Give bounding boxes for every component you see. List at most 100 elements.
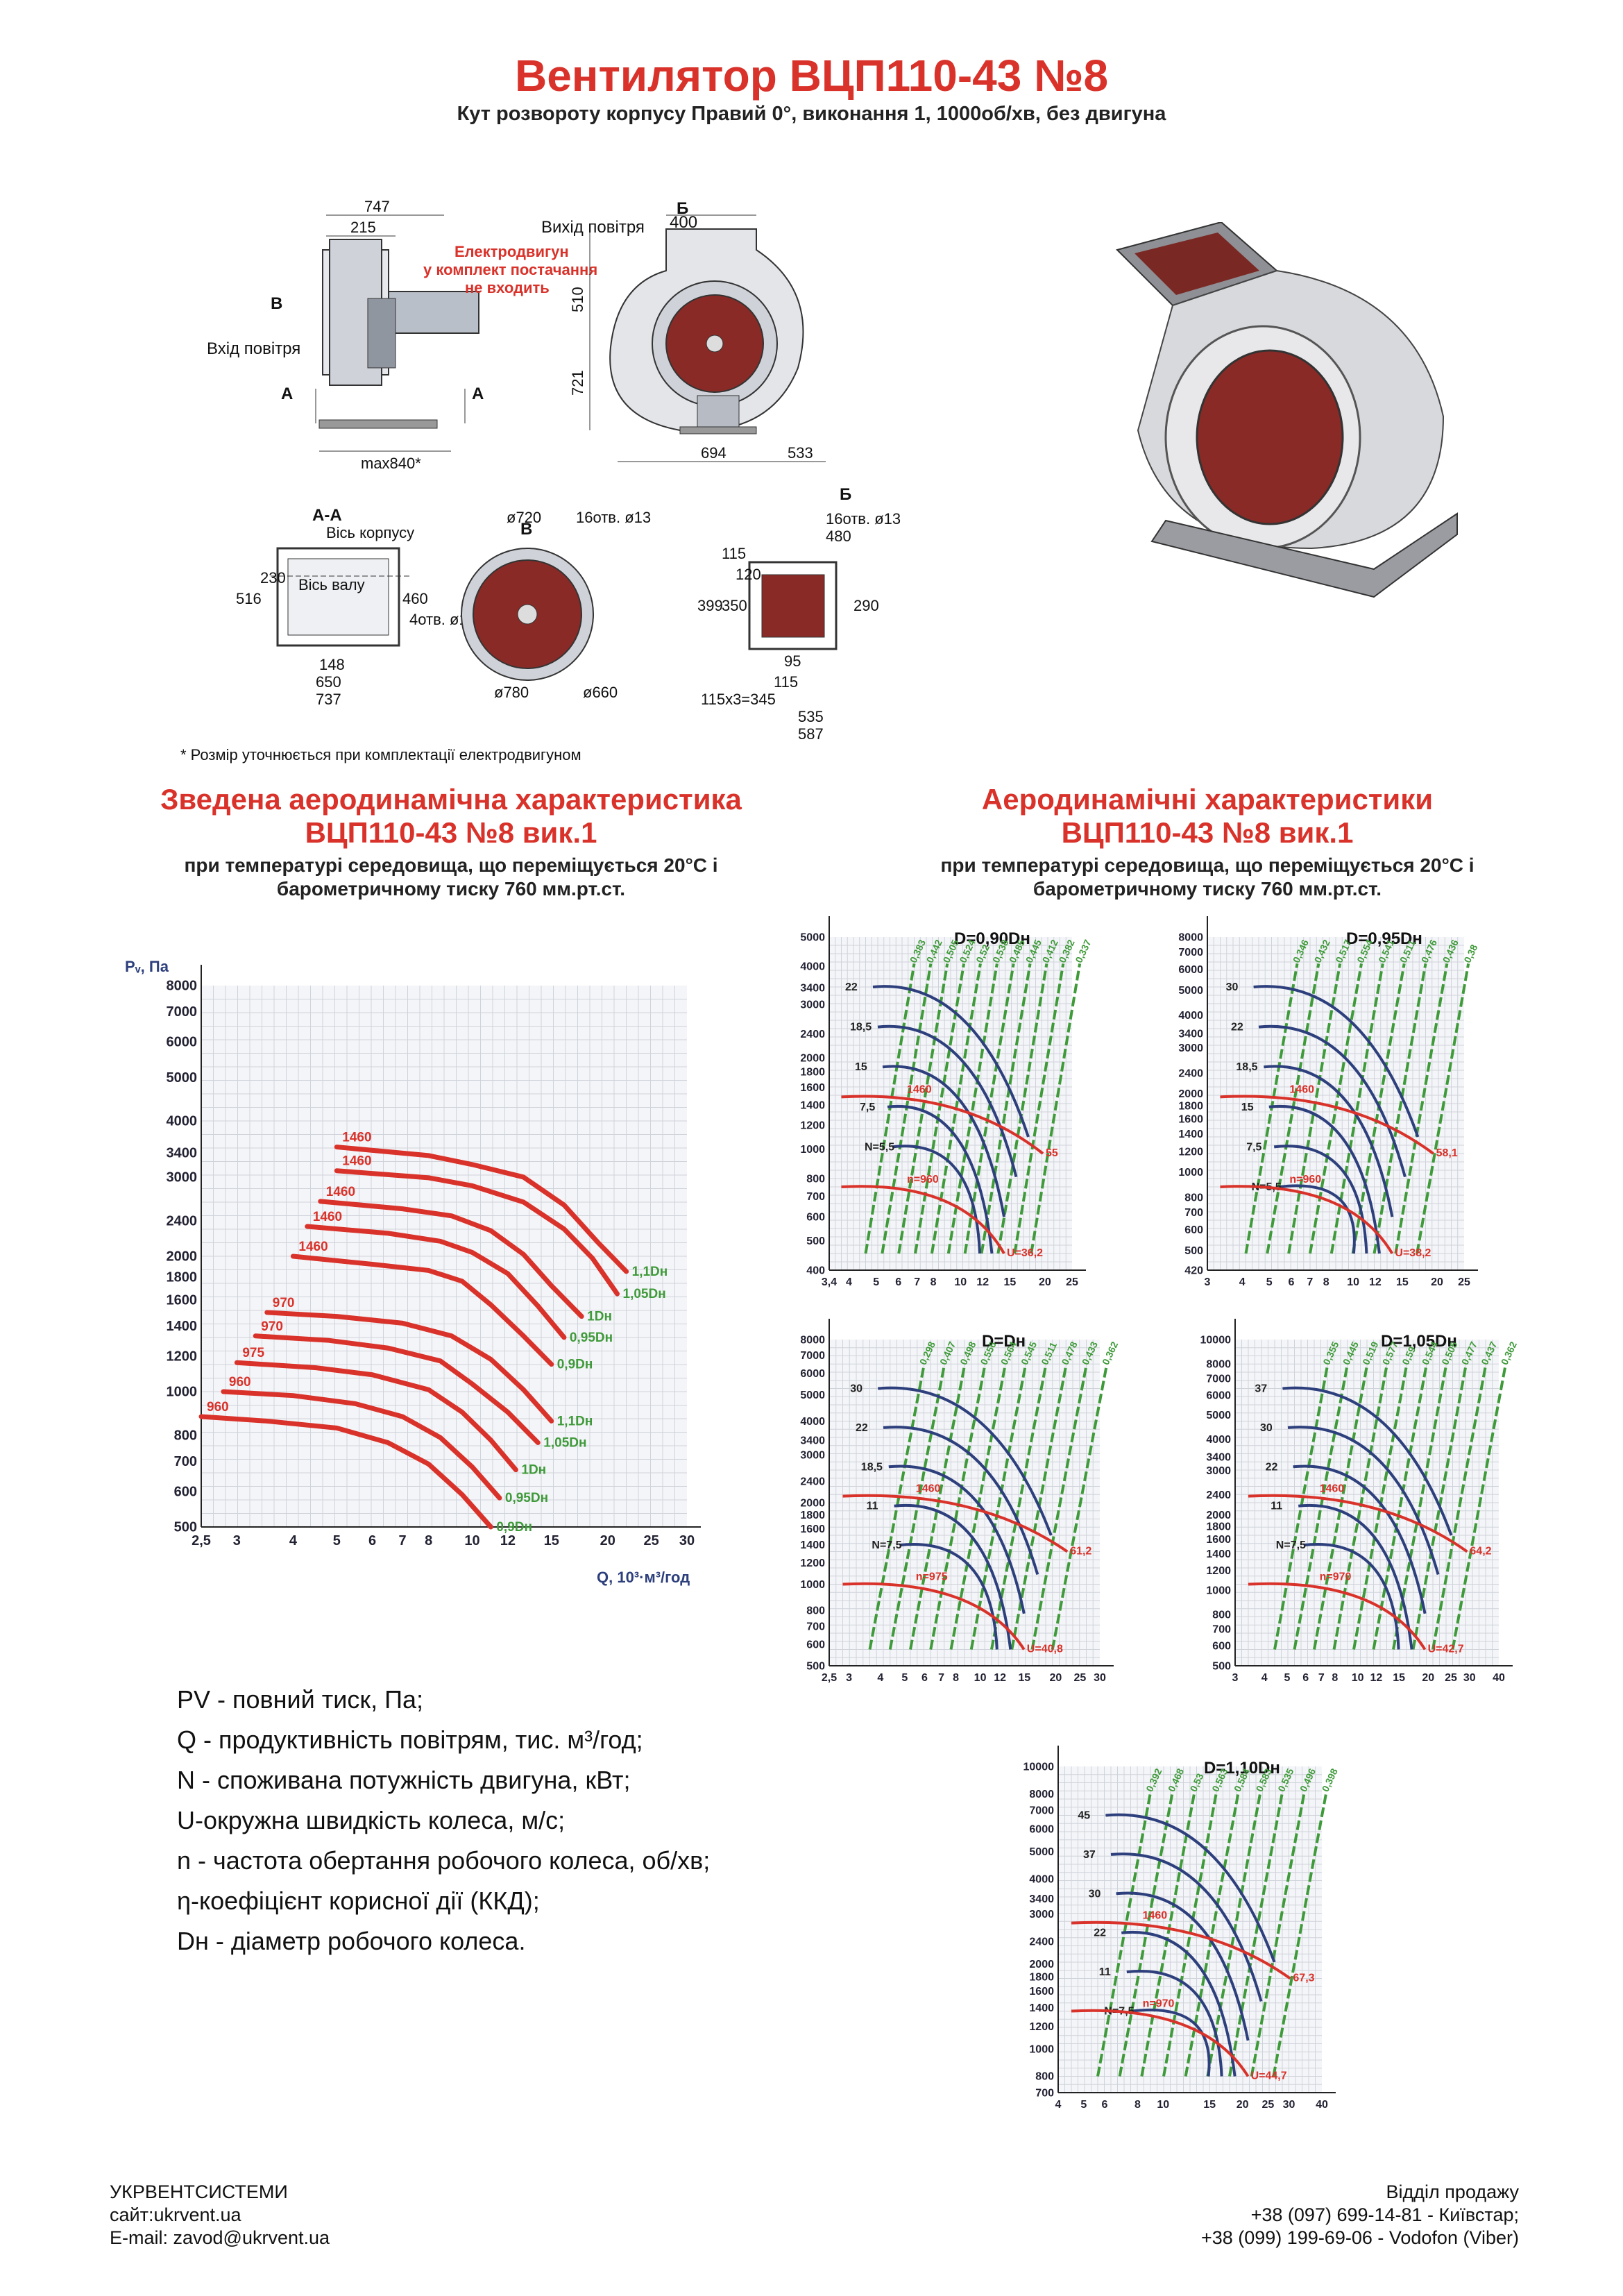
power-curve	[894, 1503, 1012, 1650]
y-tick-label: 1800	[1206, 1521, 1231, 1533]
efficiency-line	[897, 963, 949, 1254]
series-rpm-label: 975	[242, 1346, 264, 1360]
y-tick-label: 1000	[800, 1579, 825, 1591]
y-tick-label: 600	[1184, 1224, 1203, 1236]
y-tick-label: 1800	[800, 1510, 825, 1521]
power-label: 11	[1099, 1966, 1111, 1978]
label-a-right: А	[472, 385, 484, 403]
dim-400: 400	[670, 213, 697, 232]
power-curve	[1253, 985, 1420, 1138]
y-tick-label: 1600	[1029, 1986, 1054, 1998]
power-label: 7,5	[860, 1101, 875, 1113]
y-tick-label: 600	[1212, 1641, 1231, 1653]
y-tick-label: 10000	[1200, 1334, 1232, 1346]
efficiency-line	[949, 1365, 1007, 1650]
y-tick-label: 8000	[1029, 1789, 1054, 1800]
legend-item: η-коефіцієнт корисної дії (ККД);	[177, 1886, 540, 1915]
efficiency-line	[868, 1365, 926, 1650]
y-tick-label: 1000	[1206, 1585, 1231, 1597]
v-d780: ø780	[494, 684, 529, 701]
x-tick-label: 20	[1422, 1672, 1434, 1684]
x-tick-label: 8	[425, 1533, 432, 1548]
b-399: 399	[697, 597, 723, 614]
efficiency-line	[1272, 1792, 1328, 2077]
company-email[interactable]: E-mail: zavod@ukrvent.ua	[110, 2227, 330, 2248]
efficiency-line	[1332, 1365, 1388, 1650]
aa-axis-body: Вісь корпусу	[326, 524, 414, 541]
power-curve	[1132, 2008, 1211, 2077]
y-tick-label: 3400	[800, 983, 825, 995]
power-curve	[888, 1464, 1026, 1614]
x-tick-label: 8	[953, 1672, 959, 1684]
legend-item: U-окружна швидкість колеса, м/с;	[177, 1806, 566, 1834]
rpm-curve	[1071, 2009, 1250, 2077]
y-tick-label: 5000	[800, 1390, 825, 1401]
y-tick-label: 1800	[1178, 1100, 1203, 1112]
series-rpm-label: 1460	[342, 1131, 371, 1145]
y-tick-label: 1200	[1178, 1146, 1203, 1158]
dim-747: 747	[364, 198, 390, 215]
power-label: 30	[1226, 981, 1239, 993]
dim-694: 694	[701, 444, 726, 462]
v-holes: 16отв. ø13	[576, 509, 651, 526]
aa-dim-516: 516	[236, 590, 262, 607]
series-line	[290, 1253, 554, 1367]
rpm-curve	[1248, 1582, 1427, 1651]
aa-title: А-А	[312, 506, 342, 525]
v-d660: ø660	[583, 684, 618, 701]
power-curve	[872, 985, 1030, 1138]
y-tick-label: 5000	[167, 1070, 198, 1086]
x-tick-label: 20	[1039, 1276, 1051, 1288]
efficiency-line	[1394, 963, 1449, 1254]
x-tick-label: 20	[600, 1533, 615, 1548]
chart-title: D=0,90Dн	[954, 929, 1030, 948]
y-tick-label: 2000	[800, 1052, 825, 1064]
power-curve	[1264, 1065, 1394, 1217]
x-tick-label: 15	[1003, 1276, 1016, 1288]
y-tick-label: 1600	[800, 1082, 825, 1094]
power-curve	[877, 1024, 1018, 1178]
phone-1[interactable]: +38 (097) 699-14-81 - Київстар;	[1250, 2204, 1519, 2225]
v-title: В	[520, 520, 532, 539]
right-section-sub-1: при температурі середовища, що переміщує…	[940, 854, 1475, 876]
power-label: 22	[1231, 1022, 1243, 1033]
power-curve	[887, 1104, 994, 1254]
x-tick-label: 40	[1316, 2099, 1328, 2111]
left-section-title-2: ВЦП110-43 №8 вик.1	[305, 816, 597, 849]
y-tick-label: 6000	[800, 1368, 825, 1380]
efficiency-line	[909, 1365, 966, 1650]
b-115b: 115	[774, 673, 798, 691]
chart-title: D=0,95Dн	[1346, 929, 1422, 948]
efficiency-line	[929, 1365, 987, 1650]
series-name-label: 1Dн	[521, 1463, 546, 1478]
efficiency-line	[1451, 1365, 1507, 1650]
x-tick-label: 8	[931, 1276, 937, 1288]
efficiency-line	[1313, 1365, 1368, 1650]
y-tick-label: 700	[1212, 1624, 1231, 1636]
company-site[interactable]: сайт:ukrvent.ua	[110, 2204, 241, 2225]
power-label: 18,5	[850, 1022, 872, 1033]
power-curve	[1121, 1930, 1237, 2077]
x-tick-label: 4	[846, 1276, 852, 1288]
y-tick-label: 700	[1035, 2087, 1054, 2099]
y-tick-label: 8000	[800, 1334, 825, 1346]
x-tick-label: 30	[679, 1533, 695, 1548]
x-tick-label: 3,4	[822, 1276, 837, 1288]
power-label: 15	[1241, 1101, 1254, 1113]
legend-item: Dн - діаметр робочого колеса.	[177, 1927, 526, 1955]
rpm-curve	[841, 1185, 1005, 1254]
y-tick-label: 3000	[167, 1170, 198, 1185]
x-tick-label: 20	[1237, 2099, 1249, 2111]
legend: PV - повний тиск, Па; Q - продуктивність…	[177, 1680, 774, 1961]
x-tick-label: 6	[895, 1276, 901, 1288]
phone-2[interactable]: +38 (099) 199-69-06 - Vodofon (Viber)	[1200, 2227, 1519, 2248]
y-tick-label: 2000	[800, 1497, 825, 1509]
series-name-label: 0,95Dн	[505, 1491, 548, 1505]
series-line	[264, 1310, 554, 1424]
y-tick-label: 4000	[1029, 1873, 1054, 1885]
efficiency-line	[1273, 1365, 1329, 1650]
efficiency-line	[1013, 963, 1065, 1254]
